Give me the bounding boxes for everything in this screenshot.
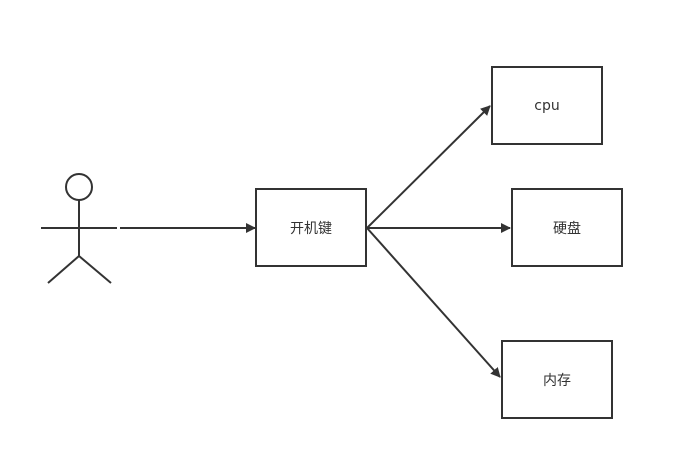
power-key-label: 开机键 [290,220,332,237]
actor-left-leg [47,255,80,284]
actor-head [65,173,93,201]
disk-box: 硬盘 [511,188,623,267]
power-key-box: 开机键 [255,188,367,267]
disk-label: 硬盘 [553,220,581,237]
actor-right-leg [78,255,112,284]
memory-box: 内存 [501,340,613,419]
memory-label: 内存 [543,372,571,389]
cpu-box: cpu [491,66,603,145]
cpu-label: cpu [534,97,560,114]
arrow-power-key-to-memory [366,227,501,378]
arrow-power-key-to-cpu [366,105,491,229]
actor-icon [41,173,117,284]
